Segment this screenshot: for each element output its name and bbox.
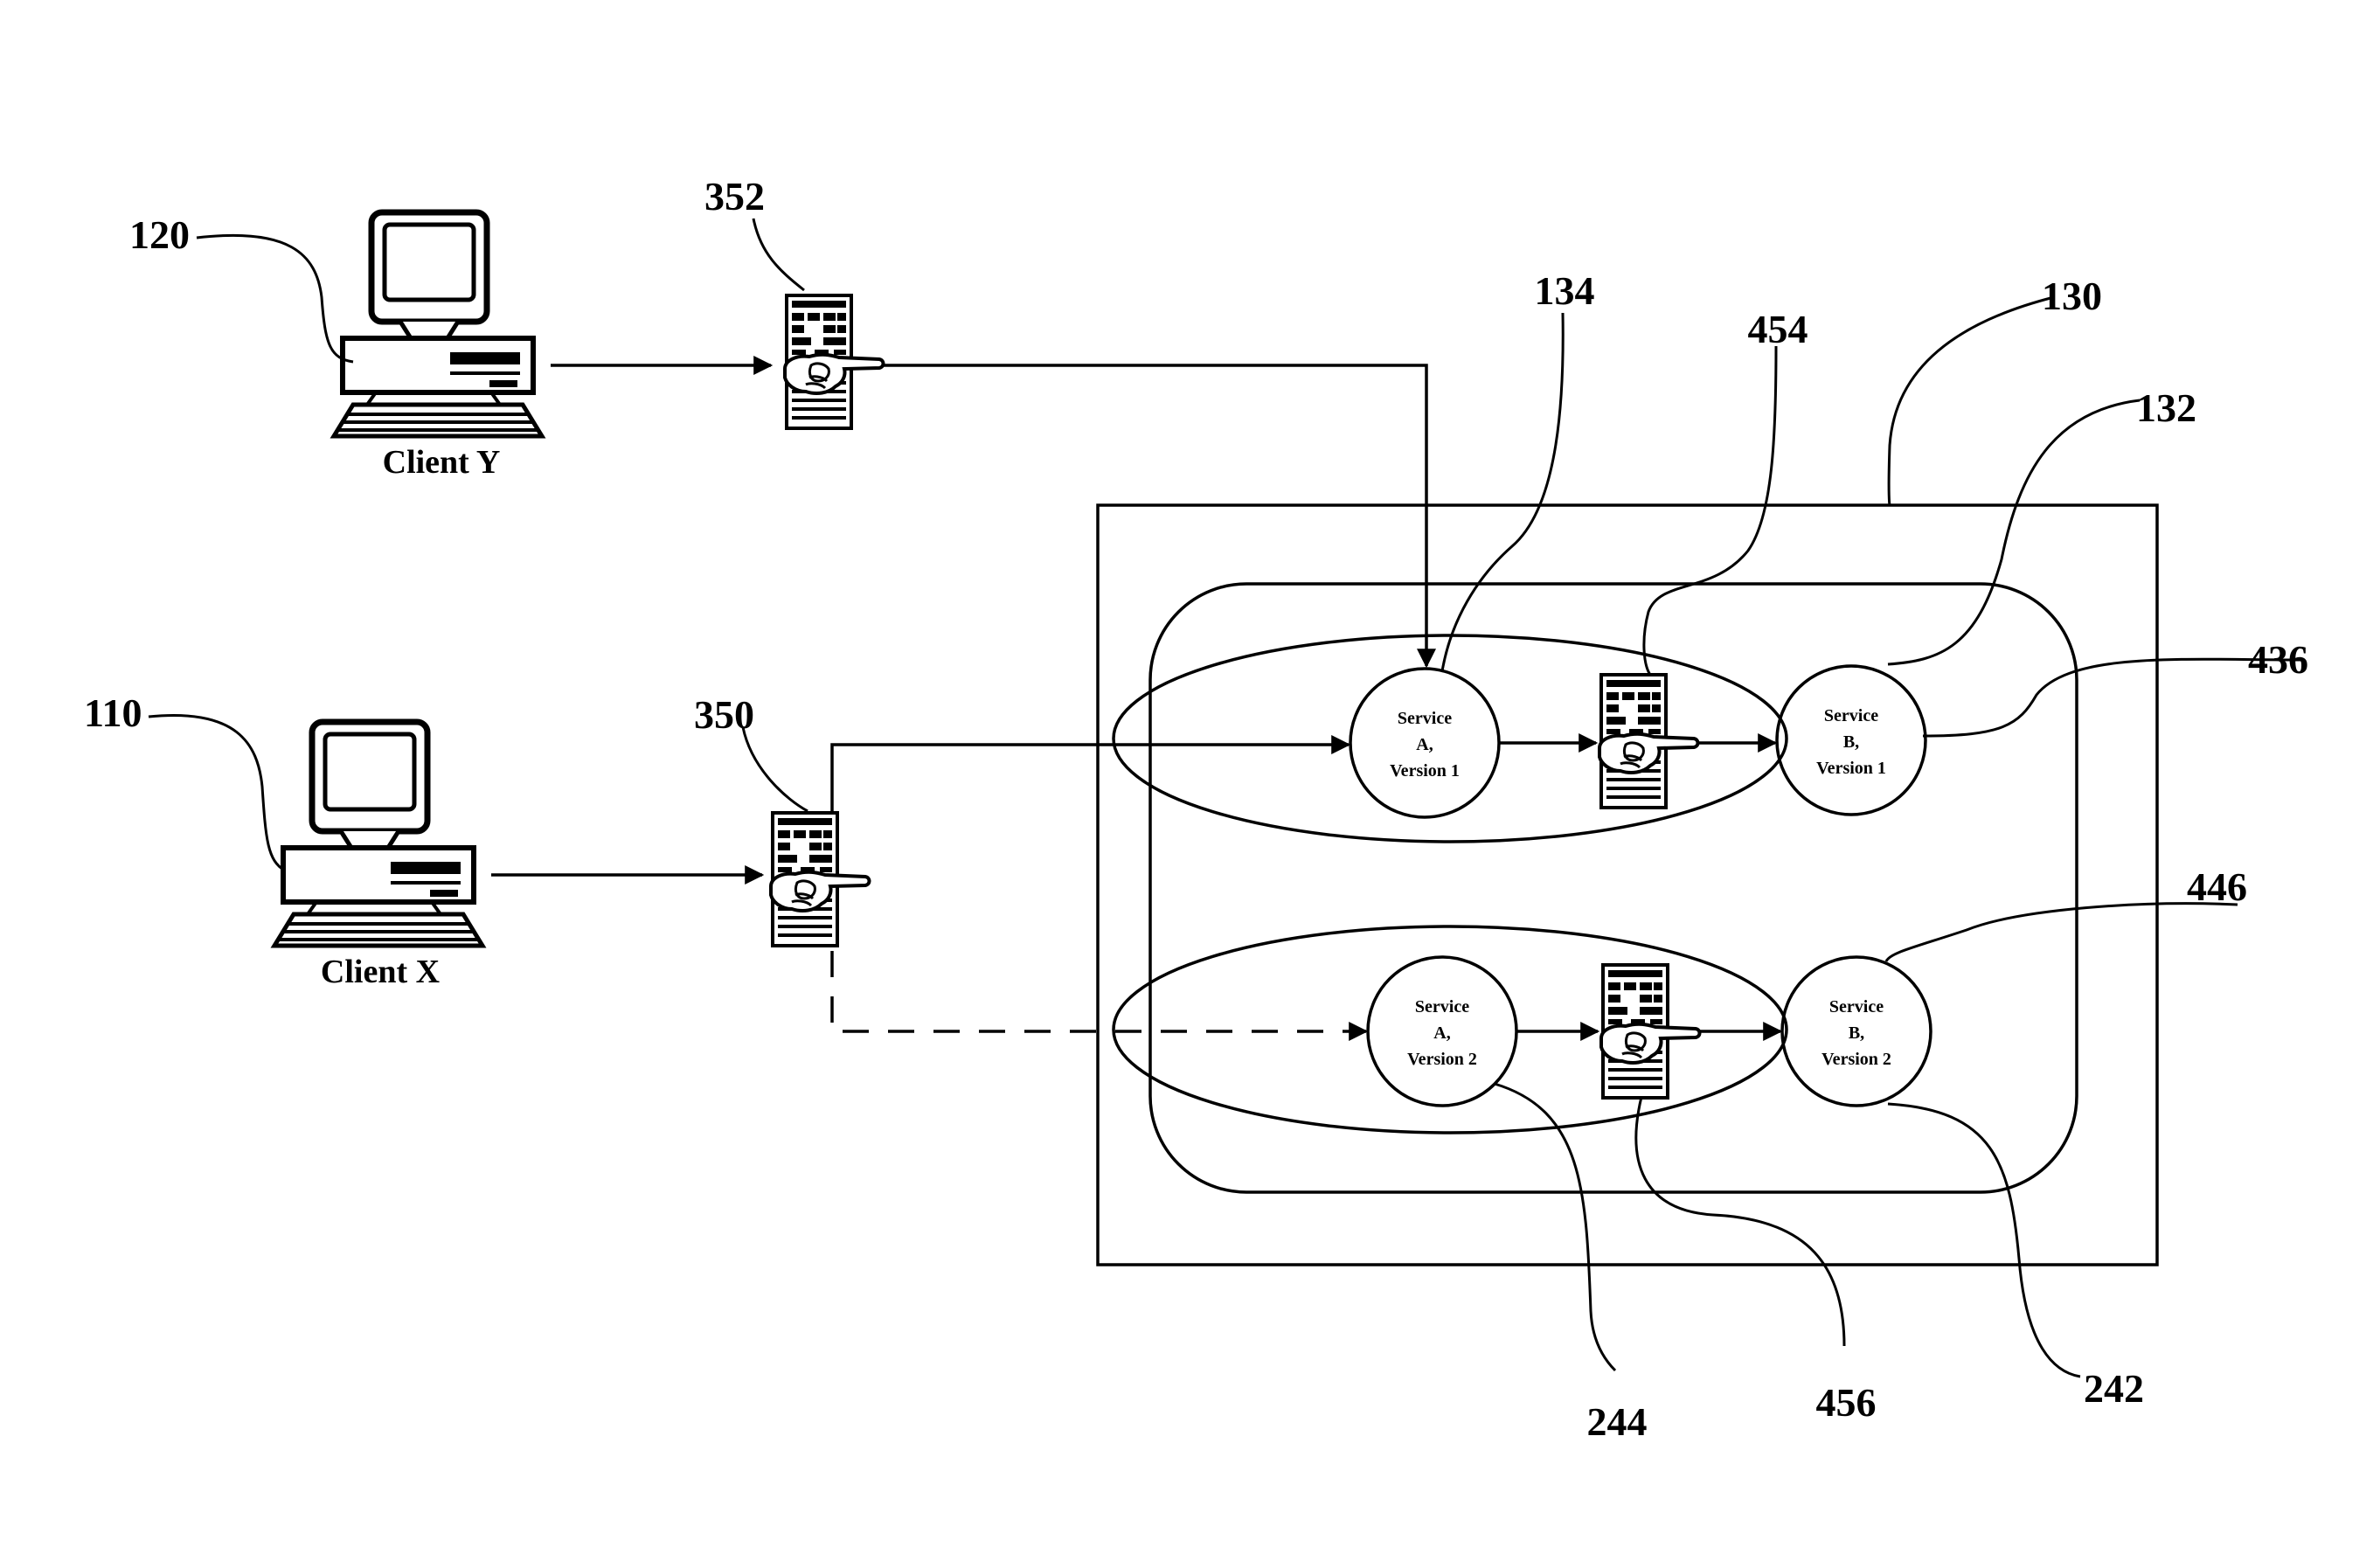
svg-text:B,: B, [1849, 1023, 1864, 1043]
ref-132: 132 [2136, 385, 2196, 430]
ref-456: 456 [1816, 1380, 1877, 1425]
svg-text:Version 2: Version 2 [1821, 1050, 1891, 1069]
svg-text:Version 1: Version 1 [1816, 759, 1886, 778]
ref-134: 134 [1535, 268, 1595, 313]
svg-text:A,: A, [1433, 1023, 1450, 1043]
client-y-label: Client Y [383, 444, 501, 481]
ref-120: 120 [129, 212, 190, 257]
service-b-version1: Service B, Version 1 [1777, 666, 1926, 815]
client-y-computer-icon [334, 212, 542, 436]
svg-text:Version 2: Version 2 [1407, 1050, 1477, 1069]
ref-110: 110 [84, 690, 142, 735]
svg-text:Service: Service [1829, 997, 1884, 1016]
service-b-version2: Service B, Version 2 [1782, 957, 1931, 1106]
svg-text:Service: Service [1398, 709, 1452, 728]
client-x-computer-icon [274, 722, 482, 946]
ref-130: 130 [2042, 274, 2102, 318]
request-flow-arrows [491, 365, 1780, 1031]
ref-244: 244 [1587, 1399, 1648, 1444]
service-a-version2: Service A, Version 2 [1368, 957, 1516, 1106]
svg-text:Service: Service [1415, 997, 1469, 1016]
gateway-352-icon [785, 295, 884, 428]
svg-text:A,: A, [1416, 735, 1433, 754]
gateway-456-icon [1601, 965, 1700, 1098]
ref-350: 350 [694, 692, 754, 737]
ref-446: 446 [2187, 864, 2247, 909]
ref-454: 454 [1748, 307, 1808, 351]
service-a-version1: Service A, Version 1 [1350, 669, 1499, 817]
svg-text:Service: Service [1824, 706, 1878, 725]
ref-242: 242 [2084, 1366, 2144, 1411]
client-x-label: Client X [321, 954, 440, 990]
gateway-454-icon [1599, 675, 1698, 808]
svg-text:Version 1: Version 1 [1390, 761, 1460, 781]
system-box [1098, 505, 2157, 1265]
ref-436: 436 [2248, 637, 2308, 682]
gateway-350-icon [771, 813, 870, 946]
ref-352: 352 [704, 174, 765, 219]
svg-text:B,: B, [1843, 732, 1859, 752]
